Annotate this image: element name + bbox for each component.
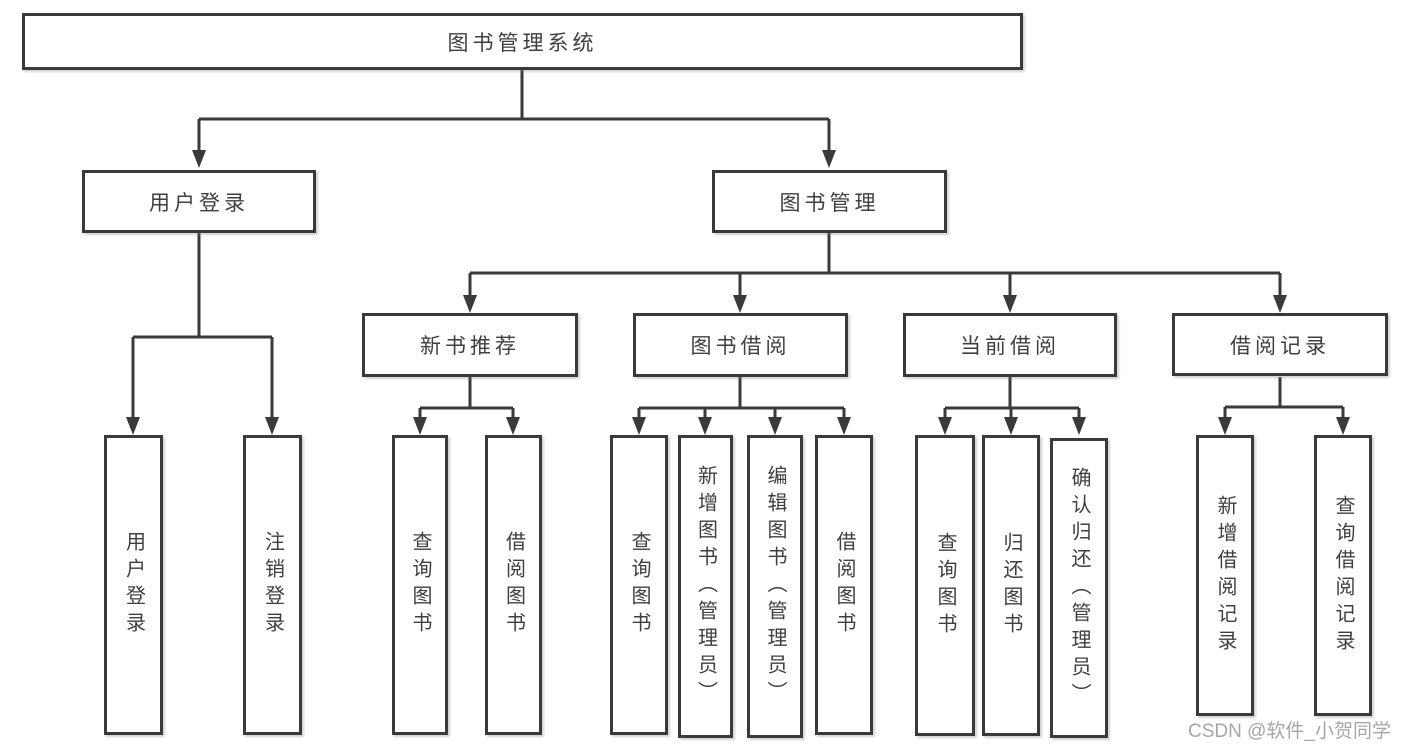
leaf-query-books-borrowing-label: 查询图书 <box>628 531 650 639</box>
leaf-query-books-current: 查询图书 <box>915 435 975 736</box>
arrowhead-book-borrowing <box>733 295 747 313</box>
node-book-management-label: 图书管理 <box>779 191 880 215</box>
leaf-query-books-recommend-label: 查询图书 <box>409 531 431 639</box>
node-user-login: 用户登录 <box>82 170 316 233</box>
leaf-query-borrow-record: 查询借阅记录 <box>1314 435 1372 716</box>
arrowhead-confirm-return-admin <box>1072 417 1086 435</box>
connector-root-to-level1 <box>197 70 831 151</box>
leaf-return-books: 归还图书 <box>982 435 1040 736</box>
arrowhead-current-borrowing <box>1003 295 1017 313</box>
node-user-login-label: 用户登录 <box>149 191 249 215</box>
arrowhead-leaf-logout <box>265 417 279 435</box>
connector-recommendation-children <box>418 377 515 418</box>
arrowhead-return-books <box>1004 417 1018 435</box>
connector-current-children <box>943 377 1081 418</box>
node-book-borrowing-label: 图书借阅 <box>690 335 791 358</box>
connector-borrowing-children <box>637 377 846 418</box>
leaf-borrow-books-recommend: 借阅图书 <box>485 435 542 735</box>
arrowhead-edit-book-admin <box>768 417 782 435</box>
leaf-user-login: 用户登录 <box>104 435 163 735</box>
arrowhead-query-borrow-record <box>1336 417 1350 435</box>
node-new-book-recommendation-label: 新书推荐 <box>420 335 520 358</box>
connector-records-children <box>1223 377 1345 418</box>
arrowhead-query-books-current <box>938 417 952 435</box>
node-borrowing-records: 借阅记录 <box>1172 313 1388 376</box>
leaf-borrow-books-borrowing-label: 借阅图书 <box>833 531 855 639</box>
node-new-book-recommendation: 新书推荐 <box>362 313 578 377</box>
leaf-edit-book-admin-label: 编辑图书（管理员） <box>764 465 786 708</box>
node-current-borrowing: 当前借阅 <box>903 313 1117 377</box>
connector-user-login-children <box>131 233 274 418</box>
node-library-system-label: 图书管理系统 <box>447 31 598 55</box>
arrowhead-borrowing-records <box>1273 295 1287 313</box>
node-book-borrowing: 图书借阅 <box>633 313 848 377</box>
leaf-edit-book-admin: 编辑图书（管理员） <box>747 435 803 738</box>
node-book-management: 图书管理 <box>712 170 947 233</box>
leaf-add-book-admin: 新增图书（管理员） <box>678 435 733 738</box>
leaf-logout-label: 注销登录 <box>261 531 284 639</box>
leaf-add-borrow-record-label: 新增借阅记录 <box>1214 494 1236 657</box>
arrowhead-borrow-books-borrowing <box>837 417 851 435</box>
leaf-logout: 注销登录 <box>243 435 302 735</box>
leaf-confirm-return-admin-label: 确认归还（管理员） <box>1068 466 1090 710</box>
leaf-borrow-books-recommend-label: 借阅图书 <box>502 531 525 639</box>
arrowhead-add-book-admin <box>698 417 712 435</box>
leaf-borrow-books-borrowing: 借阅图书 <box>815 435 873 735</box>
node-current-borrowing-label: 当前借阅 <box>960 335 1060 358</box>
node-borrowing-records-label: 借阅记录 <box>1230 334 1330 358</box>
node-library-system: 图书管理系统 <box>22 13 1023 70</box>
arrowhead-book-management <box>822 150 836 168</box>
leaf-user-login-label: 用户登录 <box>122 531 145 639</box>
arrowhead-add-borrow-record <box>1218 417 1232 435</box>
watermark: CSDN @软件_小贺同学 <box>1188 721 1391 742</box>
arrowhead-leaf-user-login <box>126 417 140 435</box>
arrowhead-query-books-recommend <box>413 417 427 435</box>
arrowhead-user-login <box>192 150 206 168</box>
leaf-query-books-recommend: 查询图书 <box>392 435 448 735</box>
arrowhead-new-book-recommendation <box>463 295 477 313</box>
leaf-add-borrow-record: 新增借阅记录 <box>1196 435 1254 716</box>
leaf-query-books-current-label: 查询图书 <box>934 531 956 640</box>
leaf-add-book-admin-label: 新增图书（管理员） <box>694 465 717 708</box>
leaf-return-books-label: 归还图书 <box>1000 531 1022 640</box>
arrowhead-borrow-books-recommend <box>506 417 520 435</box>
connector-book-management-children <box>468 233 1282 296</box>
leaf-confirm-return-admin: 确认归还（管理员） <box>1050 438 1108 738</box>
leaf-query-books-borrowing: 查询图书 <box>610 435 668 735</box>
leaf-query-borrow-record-label: 查询借阅记录 <box>1332 494 1354 657</box>
arrowhead-query-books-borrowing <box>632 417 646 435</box>
